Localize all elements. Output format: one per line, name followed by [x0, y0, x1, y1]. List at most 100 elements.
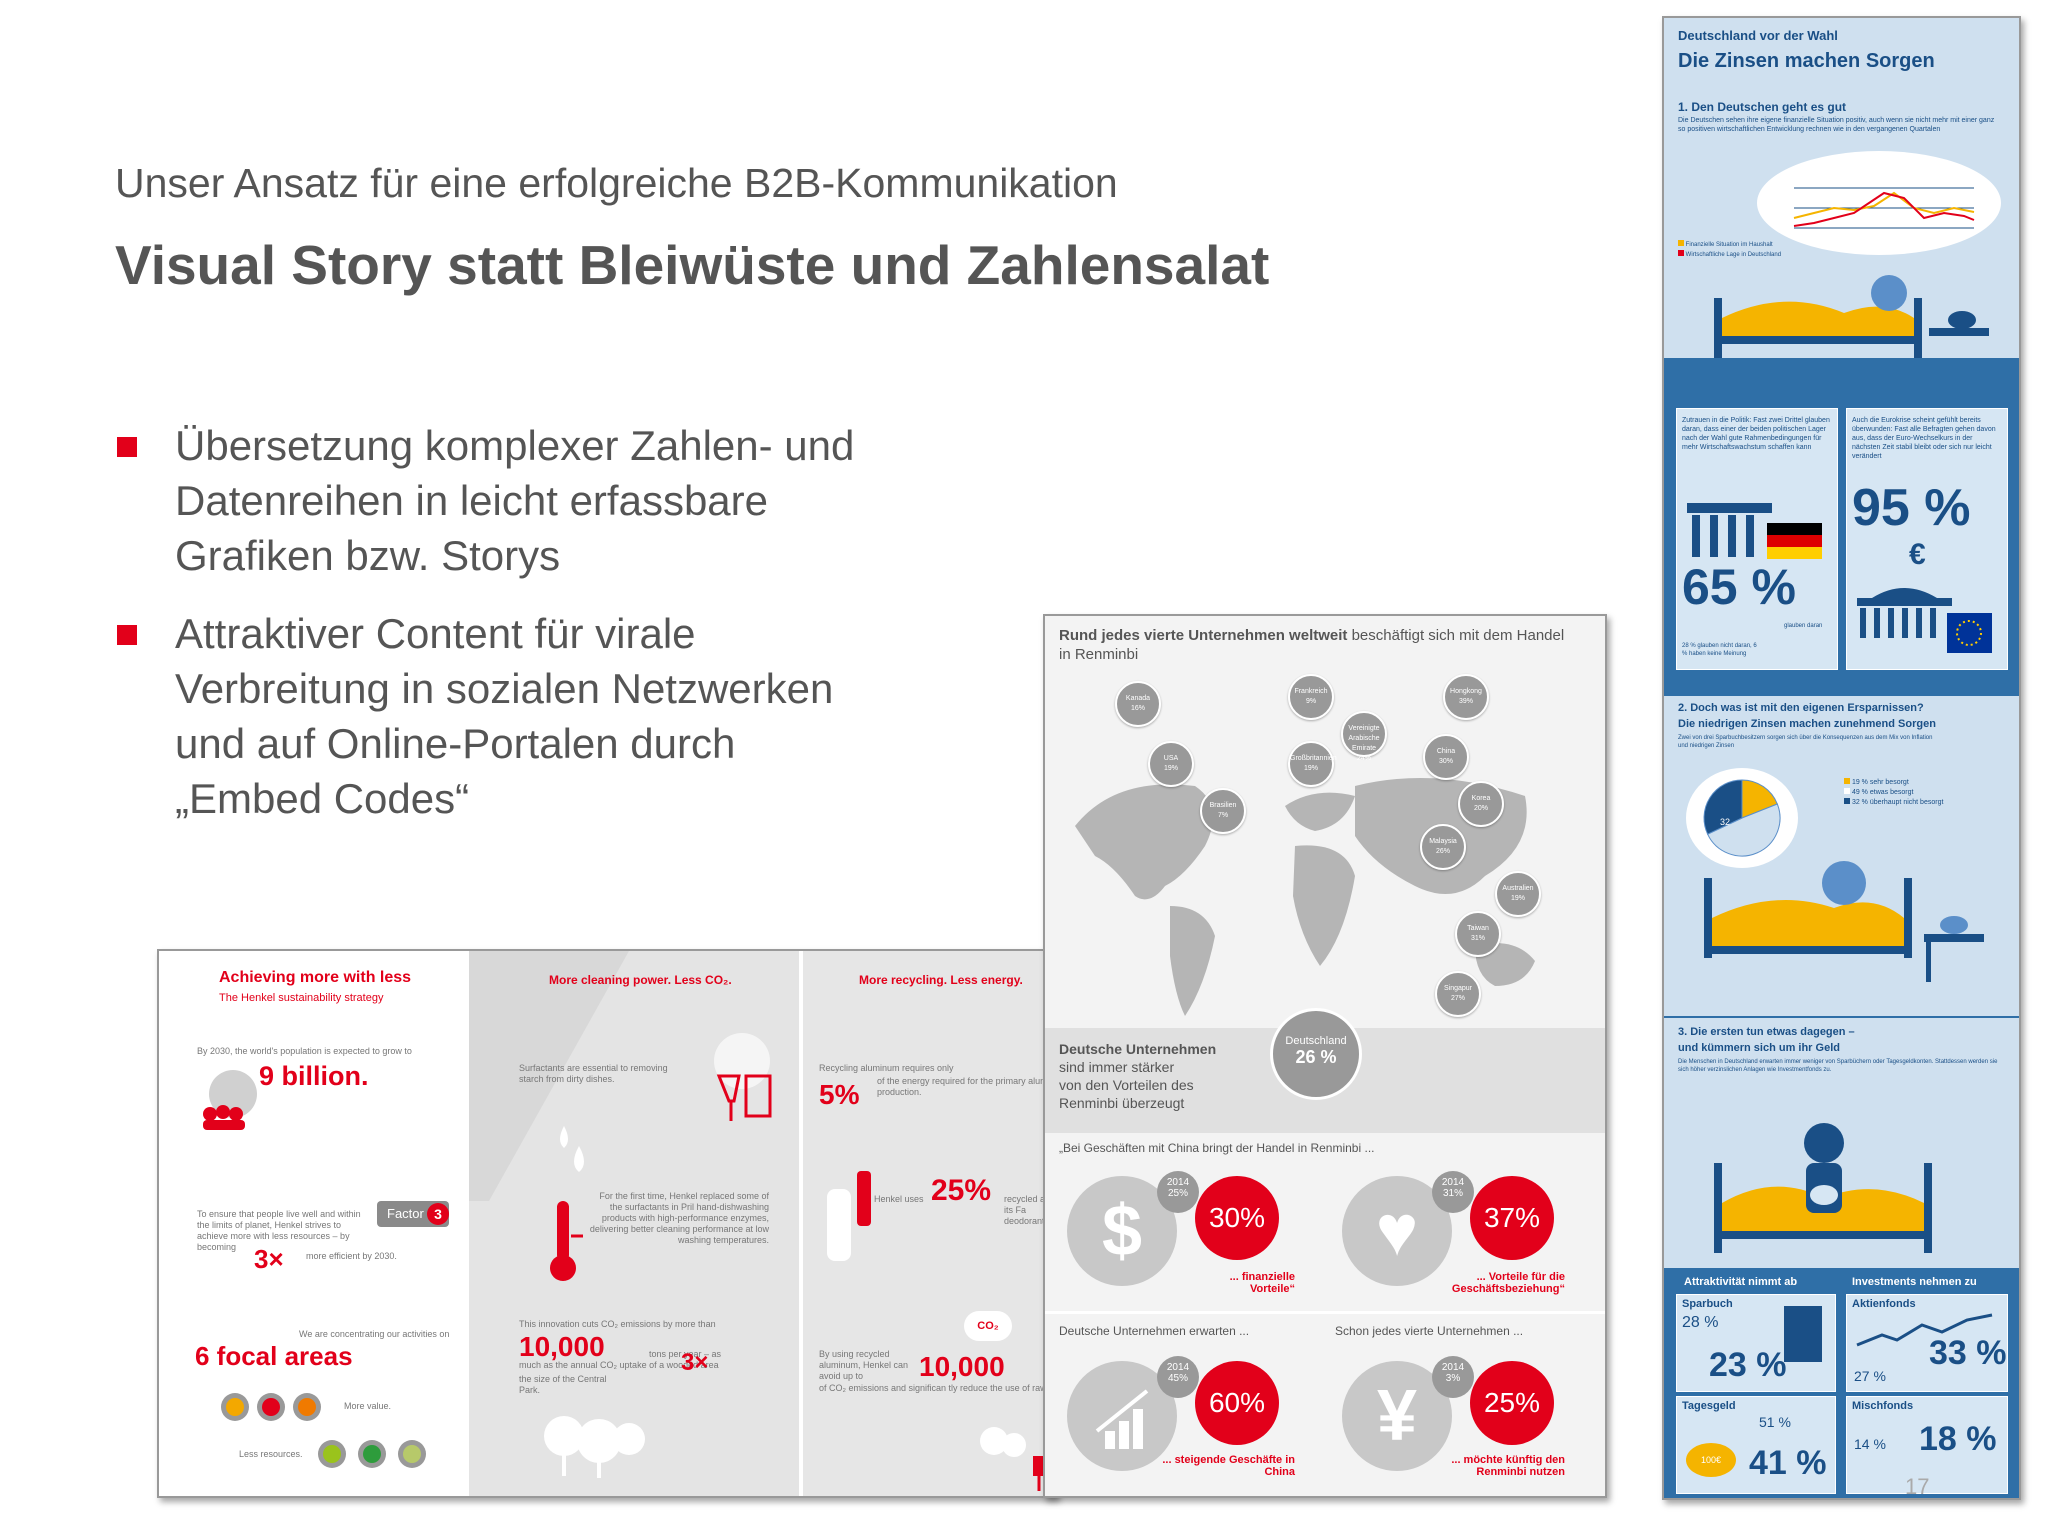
factor-suffix: more efficient by 2030.: [306, 1251, 397, 1261]
pin-value: 9%: [1305, 698, 1317, 705]
less-resources-icons: [318, 1440, 426, 1468]
value: 37%: [1483, 1202, 1541, 1233]
tile-to: 18 %: [1919, 1420, 1997, 1458]
pie-slice: [1741, 779, 1778, 819]
bullet-line: und auf Online-Portalen durch: [175, 720, 736, 767]
plug-icon: [980, 1427, 1045, 1491]
deodorant-icon: [827, 1171, 871, 1261]
line-chart: [1757, 151, 2001, 255]
bullet-marker: [117, 437, 137, 457]
drops-icon: [560, 1126, 584, 1172]
col2-text5: the size of the Central Park.: [519, 1374, 607, 1395]
pin-value: 20%: [1473, 805, 1488, 812]
attr-title: Attraktivität nimmt ab: [1684, 1276, 1798, 1288]
bed-sleeping-icon: [1714, 275, 1989, 358]
pin-label: Hongkong: [1450, 688, 1482, 695]
bullet-line: Attraktiver Content für virale: [175, 610, 696, 657]
zinsen-infographic: Deutschland vor der Wahl Die Zinsen mach…: [1662, 16, 2021, 1500]
henkel-uses: Henkel uses: [874, 1194, 924, 1204]
pie-slice: [1706, 803, 1781, 857]
value: 3%: [1445, 1373, 1461, 1384]
more-value-label: More value.: [344, 1401, 392, 1411]
box2-value: 95 %: [1852, 479, 1971, 537]
more-value-icons: [221, 1393, 321, 1421]
factor-badge: Factor 3: [377, 1201, 449, 1227]
pie-legend-item: 49 % etwas besorgt: [1844, 788, 1943, 798]
pin-label: Großbritannien: [1290, 755, 1337, 762]
s2-subtitle: Die niedrigen Zinsen machen zunehmend So…: [1678, 718, 1936, 730]
renminbi-infographic: Rund jedes vierte Unternehmen weltweit b…: [1043, 614, 1607, 1498]
pin-label: Malaysia: [1429, 838, 1457, 845]
co2-cloud: CO₂: [964, 1311, 1012, 1341]
henkel-subtitle: The Henkel sustainability strategy: [219, 992, 384, 1004]
brandenburg-gate-flag-icon: [1687, 503, 1822, 559]
stat-2015: 37%: [1470, 1176, 1554, 1260]
coin-icon: 100€: [1686, 1443, 1736, 1477]
year: 2014: [1441, 1177, 1465, 1188]
pin-hongkong: Hongkong 39%: [1443, 674, 1489, 720]
pin-label: Brasilien: [1209, 802, 1237, 809]
pin-label: Frankreich: [1294, 688, 1328, 695]
bullet-1: Übersetzung komplexer Zahlen- und Datenr…: [175, 418, 995, 583]
s3-text: Die Menschen in Deutschland erwarten imm…: [1678, 1059, 1998, 1073]
s3-title: 3. Die ersten tun etwas dagegen –: [1678, 1026, 1855, 1038]
value: 25%: [1167, 1188, 1188, 1199]
col2-text2: For the first time, Henkel replaced some…: [589, 1191, 769, 1245]
value: 25%: [1483, 1387, 1541, 1418]
s2-title: 2. Doch was ist mit den eigenen Ersparni…: [1678, 702, 1924, 714]
col3-pct1: 5%: [819, 1079, 860, 1110]
pin-value: 24%: [1356, 755, 1371, 762]
col2-title: More cleaning power. Less CO₂.: [549, 973, 732, 987]
factor-number: 3: [427, 1203, 449, 1225]
box1-foot2: 28 % glauben nicht daran, 6 % haben kein…: [1682, 643, 1757, 657]
year: 2014: [1441, 1362, 1465, 1373]
svg-text:32: 32: [1720, 817, 1730, 827]
col2-value: 10,000: [519, 1331, 605, 1362]
col3-pct2: 25%: [931, 1174, 992, 1207]
s3-subtitle: und kümmern sich um ihr Geld: [1678, 1042, 1840, 1054]
pin-brazil: Brasilien 7%: [1200, 788, 1246, 834]
pin-value: 39%: [1458, 698, 1473, 705]
year: 2014: [1166, 1177, 1190, 1188]
tile-name: Aktienfonds: [1852, 1298, 1916, 1310]
col2-text1: Surfactants are essential to removing st…: [519, 1063, 668, 1084]
slide-title: Visual Story statt Bleiwüste und Zahlens…: [115, 234, 1270, 296]
pin-value: 26%: [1435, 848, 1450, 855]
bullet-2: Attraktiver Content für virale Verbreitu…: [175, 606, 995, 826]
heading-bold: Rund jedes vierte Unternehmen weltweit: [1059, 627, 1348, 644]
legend-label: Finanzielle Situation im Haushalt: [1685, 242, 1773, 248]
pin-value: 19%: [1510, 895, 1525, 902]
pin-france: Frankreich 9%: [1288, 674, 1334, 720]
population-text: By 2030, the world's population is expec…: [197, 1046, 412, 1056]
expect-text: Deutsche Unternehmen erwarten ...: [1059, 1324, 1250, 1338]
box1-text: Zutrauen in die Politik: Fast zwei Dritt…: [1682, 417, 1830, 451]
germany-value: 26 %: [1295, 1047, 1337, 1067]
bed-worried-icon: [1704, 861, 1984, 982]
de-line: Renminbi überzeugt: [1059, 1095, 1185, 1111]
col3-text3: By using recycled aluminum, Henkel can a…: [819, 1349, 909, 1381]
pin-value: 31%: [1470, 935, 1485, 942]
germany-label: Deutschland: [1285, 1035, 1347, 1047]
tile-aktienfonds: [1846, 1294, 2008, 1392]
tile-from: 51 %: [1759, 1414, 1791, 1430]
bed-active-icon: [1714, 1123, 1932, 1253]
value: 60%: [1208, 1387, 1266, 1418]
value: 45%: [1167, 1373, 1188, 1384]
pin-value: 7%: [1217, 812, 1229, 819]
stat-2015: 25%: [1470, 1361, 1554, 1445]
bullet-line: Übersetzung komplexer Zahlen- und: [175, 422, 855, 469]
euro-sign: €: [1909, 538, 1926, 571]
pie-legend: 19 % sehr besorgt 49 % etwas besorgt 32 …: [1844, 778, 1943, 808]
s1-text: Die Deutschen sehen ihre eigene finanzie…: [1678, 117, 1995, 133]
tile-name: Mischfonds: [1852, 1400, 1914, 1412]
globe-people-icon: [203, 1070, 257, 1130]
legend-label: 49 % etwas besorgt: [1851, 789, 1914, 796]
zinsen-kicker: Deutschland vor der Wahl: [1678, 28, 1838, 43]
col3-title: More recycling. Less energy.: [859, 973, 1023, 987]
box1-value: 65 %: [1682, 559, 1796, 615]
box1-foot: glauben daran: [1784, 623, 1823, 629]
box2-text: Auch die Eurokrise scheint gefühlt berei…: [1852, 417, 1996, 460]
